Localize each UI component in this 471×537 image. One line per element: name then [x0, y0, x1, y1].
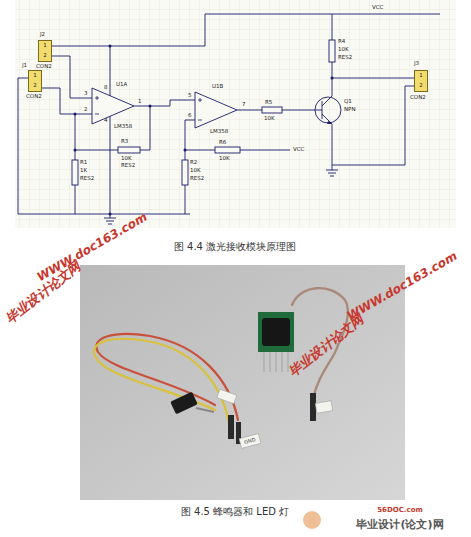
pin-number: 2: [84, 107, 88, 113]
part-value: 10K: [264, 116, 275, 122]
ref-designator: R6: [219, 140, 226, 146]
pin-number: 6: [188, 113, 192, 119]
pin-number: 4: [104, 118, 108, 124]
part-value: LM358: [210, 129, 228, 135]
connector-header: 12: [38, 40, 52, 62]
net-label: VCC: [372, 5, 383, 11]
pin-number: 1: [138, 99, 142, 105]
schematic-grid: [15, 0, 456, 228]
part-value: RES2: [338, 55, 352, 61]
ref-designator: J3: [414, 61, 419, 67]
ref-designator: U1B: [212, 84, 223, 90]
figure-caption: 图 4.5 蜂鸣器和 LED 灯: [181, 507, 289, 517]
ref-designator: R3: [121, 139, 128, 145]
pin-number: 3: [84, 91, 88, 97]
part-value: 10K: [190, 168, 201, 174]
pin-number: 2: [43, 53, 47, 59]
schematic-wires: [18, 14, 440, 214]
part-value: RES2: [190, 176, 204, 182]
op-amp-symbol: [92, 88, 237, 128]
part-value: 10K: [338, 47, 349, 53]
connector-header: 12: [28, 70, 42, 92]
ref-designator: Q1: [344, 99, 352, 105]
pin-number: 7: [242, 102, 246, 108]
pin-number: 1: [33, 73, 37, 79]
ref-designator: R2: [190, 160, 197, 166]
ref-designator: U1A: [116, 82, 127, 88]
part-value: LM358: [114, 124, 132, 130]
part-value: RES2: [121, 163, 135, 169]
figure-caption: 图 4.4 激光接收模块原理图: [174, 242, 296, 252]
wire-tag: [217, 389, 333, 448]
site-logo-text: 56DOC.com: [377, 507, 423, 514]
op-amp-pin-signs: [95, 96, 202, 120]
part-value: CON2: [410, 95, 426, 101]
photo: [80, 265, 405, 500]
site-logo-text: 毕业设计(论文)网: [356, 519, 443, 530]
part-value: 1K: [80, 168, 87, 174]
part-value: 10K: [121, 156, 132, 162]
ref-designator: R1: [80, 160, 87, 166]
ref-designator: R5: [265, 100, 272, 106]
site-logo: [303, 511, 321, 529]
resistor-symbol: [72, 40, 335, 185]
emitter-arrow: [327, 121, 332, 124]
part-value: NPN: [344, 107, 356, 113]
pin-number: 1: [419, 73, 423, 79]
part-value: 10K: [219, 156, 230, 162]
ref-designator: J1: [22, 63, 27, 69]
net-label: VCC: [293, 147, 304, 153]
part-value: RES2: [80, 176, 94, 182]
pin-number: 2: [33, 83, 37, 89]
connector-header: 12: [414, 70, 428, 92]
pin-number: 5: [188, 93, 192, 99]
junction-dots: [74, 45, 334, 216]
ref-designator: R4: [338, 39, 345, 45]
part-value: CON2: [26, 94, 42, 100]
ref-designator: J2: [40, 32, 45, 38]
pin-number: 2: [419, 83, 423, 89]
transistor-symbol: [315, 97, 341, 123]
pin-number: 1: [43, 43, 47, 49]
part-value: CON2: [36, 64, 52, 70]
pin-number: 8: [104, 85, 108, 91]
